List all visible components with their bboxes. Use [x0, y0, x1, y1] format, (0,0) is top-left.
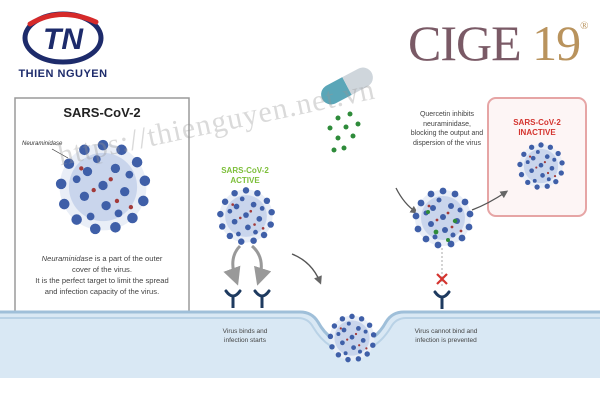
blocked-x-icon [436, 273, 448, 285]
quercetin-dots [327, 111, 361, 153]
neuraminidase-label: Neuraminidase [22, 141, 63, 147]
arrow-icon [250, 244, 272, 286]
desc-line3: It is the perfect target to limit the sp… [35, 276, 169, 285]
capsule-icon [321, 67, 373, 105]
event-logo-text: CIGE [408, 15, 522, 71]
desc-line4: and infection capacity of the virus. [44, 287, 160, 296]
neuraminidase-pointer [51, 148, 69, 159]
card-title: SARS-CoV-2 [63, 105, 141, 120]
receptor-icon [253, 289, 271, 310]
event-logo-mark: ® [580, 20, 588, 32]
receptor-icon [224, 289, 242, 310]
cannot-bind-line2: infection is prevented [415, 337, 477, 344]
virus-icon [412, 187, 474, 249]
inactive-label-line2: INACTIVE [518, 128, 556, 137]
cannot-bind-line1: Virus cannot bind and [414, 328, 478, 335]
bound-quercetin-dots [426, 210, 458, 242]
quercetin-line4: dispersion of the virus [412, 139, 482, 147]
virus-binds-line2: infection starts [224, 337, 266, 344]
brand-name: THIEN NGUYEN [18, 68, 108, 80]
arrow-icon [223, 244, 242, 286]
bottom-band [0, 378, 600, 400]
event-logo-number: 19 [532, 15, 581, 71]
tn-logo-icon: TN [22, 11, 104, 65]
arrow-icon [395, 187, 419, 214]
quercetin-line1: Quercetin inhibits [419, 111, 475, 118]
active-label-line2: ACTIVE [230, 176, 260, 185]
desc-line1: is a part of the outer [92, 254, 163, 263]
inactive-label: SARS-CoV-2 INACTIVE [492, 118, 582, 138]
arrow-icon [471, 190, 509, 211]
desc-italic: Neuraminidase [41, 254, 93, 263]
inactive-label-line1: SARS-CoV-2 [513, 118, 561, 127]
arrow-icon [291, 253, 322, 285]
virus-icon [217, 187, 275, 245]
tn-logo-letters: TN [43, 23, 84, 56]
receptor-icon [433, 290, 451, 311]
desc-line2: cover of the virus. [72, 265, 132, 274]
virus-binds-caption: Virus binds and infection starts [205, 327, 285, 345]
event-logo: CIGE 19® [408, 14, 589, 72]
virus-binds-line1: Virus binds and [222, 328, 268, 335]
quercetin-line2: neuraminidase, [423, 120, 471, 128]
active-label-line1: SARS-CoV-2 [221, 166, 269, 175]
card-description: Neuraminidase is a part of the outer cov… [18, 253, 186, 297]
quercetin-line3: blocking the output and [410, 130, 484, 137]
quercetin-caption: Quercetin inhibits neuraminidase, blocki… [392, 110, 502, 148]
active-label: SARS-CoV-2 ACTIVE [212, 166, 278, 186]
virus-cannot-bind-caption: Virus cannot bind and infection is preve… [396, 327, 496, 345]
